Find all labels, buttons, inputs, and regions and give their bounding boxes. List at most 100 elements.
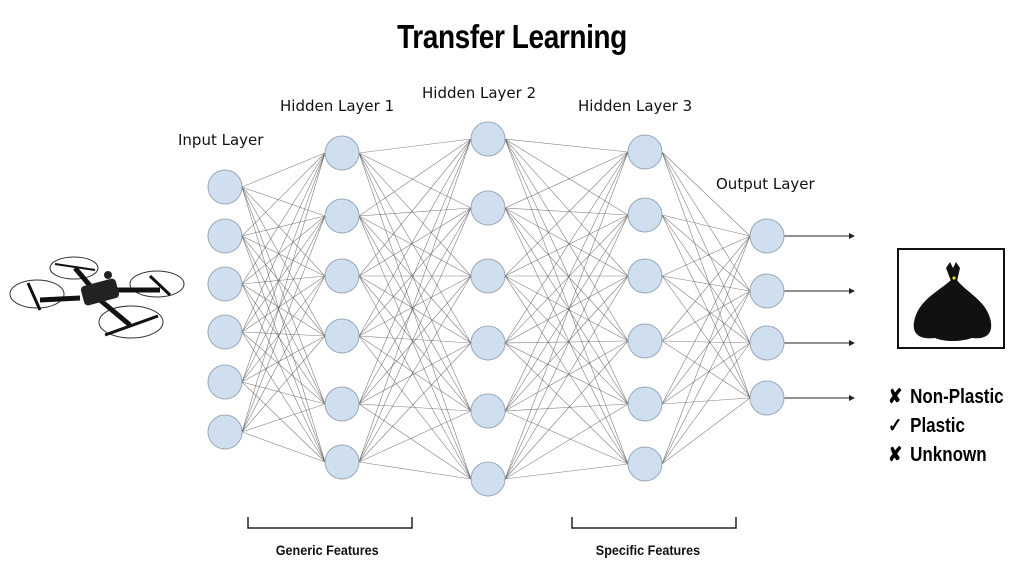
connection-edge (661, 214, 751, 292)
connection-edge (358, 275, 472, 480)
connection-edge (504, 340, 629, 480)
connection-edge (241, 215, 326, 237)
connection-edge (504, 342, 629, 465)
neuron-node (627, 446, 663, 482)
diagram-title: Transfer Learning (397, 18, 627, 55)
connection-edge (661, 275, 751, 292)
specific-features-label: Specific Features (595, 542, 701, 558)
connection-edge (241, 331, 326, 463)
generic-features-bracket (247, 517, 413, 529)
connection-edge (661, 397, 751, 405)
connection-edge (358, 215, 472, 412)
result-plastic: ✓Plastic (888, 413, 965, 438)
hidden-layer-1-label: Hidden Layer 1 (280, 97, 395, 115)
connection-edge (504, 463, 629, 480)
connection-edge (661, 340, 751, 344)
connection-edge (358, 138, 472, 217)
connection-edge (241, 186, 326, 277)
connection-edge (504, 275, 629, 412)
connection-edge (661, 290, 751, 342)
connection-edge (504, 275, 629, 480)
connection-edge (358, 138, 472, 154)
connection-edge (241, 215, 326, 383)
connection-edge (504, 151, 629, 480)
connection-edge (358, 275, 472, 412)
neuron-node (207, 414, 243, 450)
connection-edge (358, 275, 472, 463)
connection-edge (241, 283, 326, 405)
cross-icon: ✘ (888, 386, 903, 408)
connection-edge (241, 152, 326, 433)
connection-edge (504, 214, 629, 277)
connection-edge (241, 381, 326, 463)
connection-edge (504, 403, 629, 480)
connection-edge (358, 215, 472, 277)
neuron-node (627, 323, 663, 359)
connection-edge (358, 275, 472, 405)
neuron-node (627, 197, 663, 233)
connection-edge (241, 275, 326, 433)
connection-edge (358, 342, 472, 463)
neuron-node (470, 121, 506, 157)
connection-edge (504, 151, 629, 344)
connection-edge (504, 151, 629, 412)
neuron-node (207, 314, 243, 350)
connection-edge (358, 152, 472, 344)
connection-edge (241, 152, 326, 285)
garbage-bag-icon (913, 262, 992, 341)
connection-edge (504, 207, 629, 342)
connection-edge (504, 214, 629, 480)
connection-edge (241, 215, 326, 433)
connection-edge (504, 403, 629, 412)
neuron-node (324, 386, 360, 422)
connection-edge (504, 207, 629, 405)
connection-edge (504, 275, 629, 465)
connection-edge (241, 215, 326, 285)
input-layer-label: Input Layer (178, 131, 264, 149)
connection-edge (661, 275, 751, 344)
connection-edge (241, 235, 326, 405)
connection-edge (358, 207, 472, 277)
connection-edge (241, 152, 326, 333)
connection-edge (241, 335, 326, 433)
connection-edge (241, 186, 326, 405)
connection-edge (358, 138, 472, 463)
connection-edge (661, 342, 751, 465)
connection-edge (241, 152, 326, 188)
neuron-node (324, 198, 360, 234)
connection-edge (241, 235, 326, 463)
connection-edge (504, 340, 629, 344)
connection-edge (358, 335, 472, 344)
generic-features-label: Generic Features (275, 542, 379, 558)
connection-edge (504, 138, 629, 277)
neuron-node (627, 386, 663, 422)
connection-edge (504, 138, 629, 465)
connection-edge (661, 151, 751, 399)
connection-edge (358, 138, 472, 405)
connection-edge (358, 410, 472, 463)
connection-edge (661, 151, 751, 292)
connection-edge (241, 403, 326, 433)
connection-edge (358, 342, 472, 405)
neuron-node (207, 266, 243, 302)
connection-edge (358, 152, 472, 480)
connection-edge (241, 275, 326, 285)
connection-edge (661, 235, 751, 342)
neuron-node (324, 135, 360, 171)
result-unknown: ✘Unknown (888, 442, 987, 467)
connection-edge (358, 207, 472, 217)
connection-edge (241, 335, 326, 383)
connection-edge (358, 152, 472, 209)
connection-edge (241, 152, 326, 383)
connection-edge (504, 275, 629, 342)
neuron-node (749, 218, 785, 254)
neuron-node (207, 169, 243, 205)
connection-edge (358, 403, 472, 480)
connection-edge (241, 215, 326, 333)
connection-edge (504, 207, 629, 277)
specific-features-bracket (571, 517, 737, 529)
neuron-node (470, 393, 506, 429)
neuron-node (749, 325, 785, 361)
drone-icon (9, 256, 185, 339)
